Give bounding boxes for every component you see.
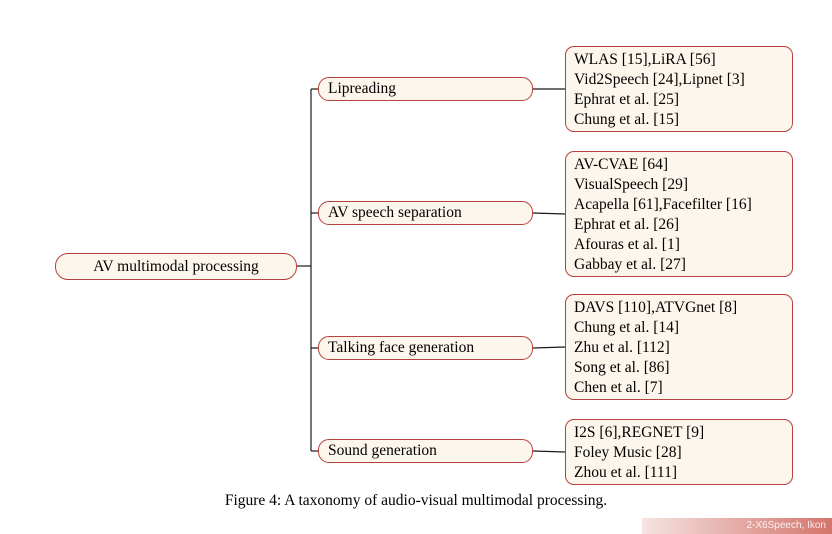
- category-label: Talking face generation: [328, 339, 475, 356]
- reference-line: WLAS [15],LiRA [56]: [574, 51, 716, 68]
- reference-line: Zhou et al. [111]: [574, 464, 678, 481]
- reference-line: Ephrat et al. [26]: [574, 216, 680, 233]
- root-node: AV multimodal processing: [55, 253, 297, 280]
- reference-line: Chen et al. [7]: [574, 379, 663, 396]
- category-label: AV speech separation: [328, 204, 462, 221]
- reference-line: Zhu et al. [112]: [574, 339, 670, 356]
- reference-line: VisualSpeech [29]: [574, 176, 688, 193]
- reference-line: Acapella [61],Facefilter [16]: [574, 196, 752, 213]
- reference-line: Ephrat et al. [25]: [574, 91, 680, 108]
- category-node-lipreading: Lipreading: [318, 77, 533, 101]
- reference-line: I2S [6],REGNET [9]: [574, 424, 705, 441]
- figure-caption: Figure 4: A taxonomy of audio-visual mul…: [224, 492, 608, 509]
- reference-line: AV-CVAE [64]: [574, 156, 669, 173]
- category-label: Sound generation: [328, 442, 437, 459]
- references-box-talking-face-generation: DAVS [110],ATVGnet [8] Chung et al. [14]…: [565, 294, 793, 400]
- category-node-sound-generation: Sound generation: [318, 439, 533, 463]
- watermark-overlay: 2-X6Speech, Ikon: [642, 518, 832, 534]
- references-box-lipreading: WLAS [15],LiRA [56] Vid2Speech [24],Lipn…: [565, 46, 793, 132]
- reference-line: Gabbay et al. [27]: [574, 256, 686, 273]
- root-node-label: AV multimodal processing: [93, 257, 259, 275]
- category-label: Lipreading: [328, 80, 397, 97]
- reference-line: DAVS [110],ATVGnet [8]: [574, 299, 738, 316]
- reference-line: Afouras et al. [1]: [574, 236, 680, 253]
- references-box-sound-generation: I2S [6],REGNET [9] Foley Music [28] Zhou…: [565, 419, 793, 485]
- category-node-av-speech-separation: AV speech separation: [318, 201, 533, 225]
- reference-line: Foley Music [28]: [574, 444, 682, 461]
- reference-line: Chung et al. [14]: [574, 319, 680, 336]
- reference-line: Vid2Speech [24],Lipnet [3]: [574, 71, 745, 88]
- reference-line: Chung et al. [15]: [574, 111, 680, 128]
- reference-line: Song et al. [86]: [574, 359, 670, 376]
- references-box-av-speech-separation: AV-CVAE [64] VisualSpeech [29] Acapella …: [565, 151, 793, 277]
- category-node-talking-face-generation: Talking face generation: [318, 336, 533, 360]
